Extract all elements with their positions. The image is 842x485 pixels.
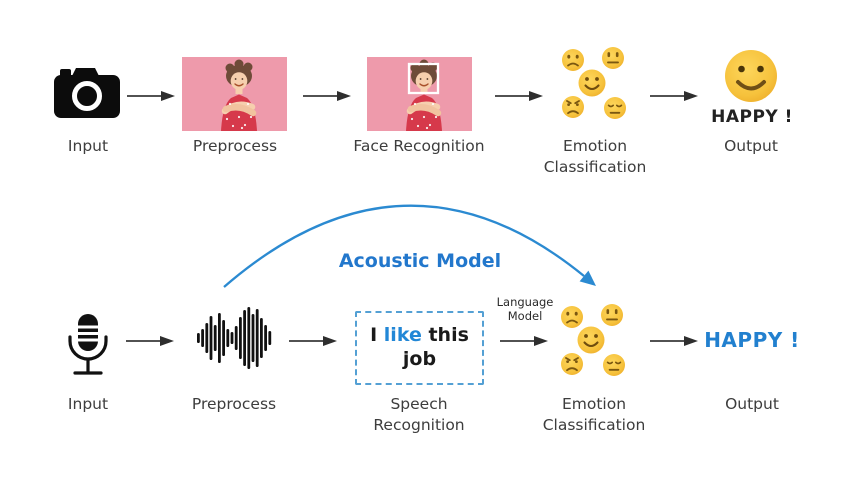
- top-emotion-label: Emotion Classification: [543, 137, 647, 177]
- speech-transcript-box: I like this job: [355, 311, 484, 385]
- transcript-part1: I: [370, 324, 384, 347]
- arrow-bottom-1: [126, 335, 174, 347]
- language-model-label: Language Model: [496, 295, 554, 323]
- transcript-highlight: like: [383, 324, 422, 347]
- arrow-top-3: [495, 90, 543, 102]
- face-bounding-box: [407, 62, 440, 95]
- camera-icon: [54, 68, 120, 118]
- arrow-top-1: [127, 90, 175, 102]
- bottom-output-label: Output: [725, 395, 779, 413]
- microphone-icon: [68, 314, 108, 375]
- emotion-emoji-cluster-top: [558, 46, 632, 122]
- waveform-icon: [197, 307, 272, 369]
- bottom-preprocess-label: Preprocess: [191, 395, 277, 413]
- arrow-top-4: [650, 90, 698, 102]
- curve-arrowhead: [579, 270, 596, 286]
- top-input-label: Input: [67, 137, 109, 155]
- happy-smiley-icon: [725, 50, 777, 102]
- bottom-emotion-label: Emotion Classification: [542, 395, 646, 435]
- emotion-emoji-cluster-bottom: [557, 303, 631, 379]
- bottom-result-text: HAPPY !: [704, 328, 800, 352]
- face-recognition-photo: [367, 57, 472, 131]
- top-face-recognition-label: Face Recognition: [353, 137, 485, 155]
- bottom-input-label: Input: [67, 395, 109, 413]
- preprocess-photo: [182, 57, 287, 131]
- top-preprocess-label: Preprocess: [192, 137, 278, 155]
- acoustic-model-label: Acoustic Model: [338, 250, 502, 272]
- bottom-speech-recognition-label: Speech Recognition: [373, 395, 465, 435]
- top-output-label: Output: [724, 137, 778, 155]
- transcript-part2: this job: [402, 324, 469, 370]
- top-result-text: HAPPY !: [711, 107, 793, 127]
- arrow-top-2: [303, 90, 351, 102]
- arrow-bottom-3: [500, 335, 548, 347]
- transcript-text: I like this job: [364, 324, 476, 372]
- arrow-bottom-2: [289, 335, 337, 347]
